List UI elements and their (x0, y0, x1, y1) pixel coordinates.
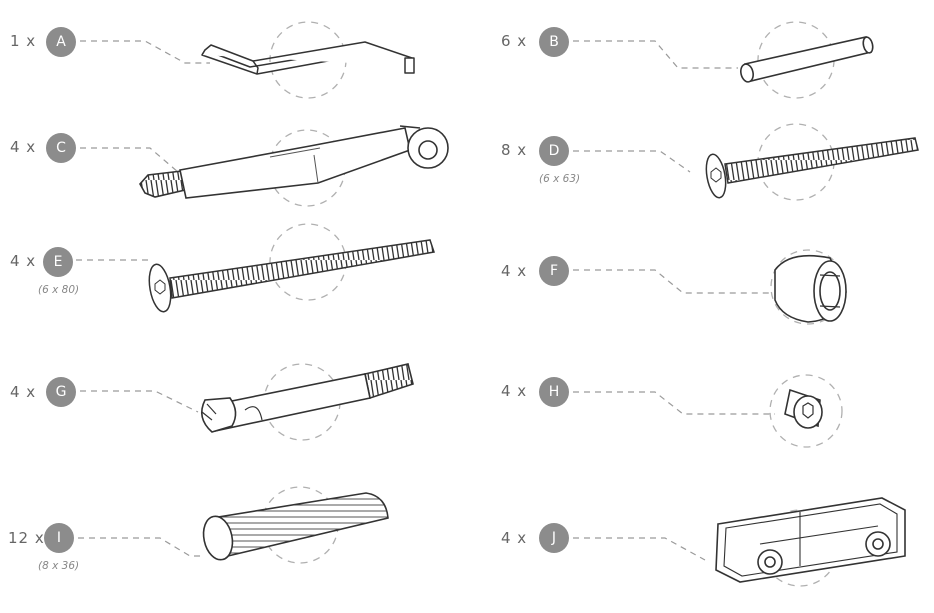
part-e-quantity: 4 x (10, 252, 37, 270)
part-j-quantity: 4 x (501, 529, 528, 547)
part-h-badge: H (539, 377, 569, 407)
part-h-quantity: 4 x (501, 382, 528, 400)
part-c-connector-bolt-icon (139, 125, 449, 199)
part-d-badge: D (539, 136, 569, 166)
part-i-quantity: 12 x (8, 529, 45, 547)
leader-lines (76, 40, 775, 561)
part-b-badge: B (539, 27, 569, 57)
part-g-quantity: 4 x (10, 383, 37, 401)
part-b-dowel-pin-icon (740, 36, 874, 83)
part-j-connector-plate-icon (715, 497, 906, 583)
part-b-quantity: 6 x (501, 32, 528, 50)
part-g-badge: G (46, 377, 76, 407)
part-f-cam-lock-icon (774, 254, 847, 323)
part-f-quantity: 4 x (501, 262, 528, 280)
part-e-screw-icon (148, 239, 435, 313)
part-a-hex-key-icon (201, 41, 415, 75)
part-e-badge: E (43, 247, 73, 277)
part-d-size: (6 x 63) (539, 173, 581, 185)
part-i-badge: I (44, 523, 74, 553)
part-j-badge: J (539, 523, 569, 553)
part-a-badge: A (46, 27, 76, 57)
part-i-size: (8 x 36) (38, 560, 80, 572)
part-d-quantity: 8 x (501, 141, 528, 159)
part-c-quantity: 4 x (10, 138, 37, 156)
part-f-badge: F (539, 256, 569, 286)
part-a-quantity: 1 x (10, 32, 37, 50)
part-c-badge: C (46, 133, 76, 163)
part-d-screw-icon (705, 137, 919, 199)
part-e-size: (6 x 80) (38, 284, 80, 296)
part-h-insert-nut-icon (784, 388, 823, 429)
part-g-cam-bolt-icon (200, 363, 414, 433)
part-i-wood-dowel-icon (202, 492, 389, 561)
